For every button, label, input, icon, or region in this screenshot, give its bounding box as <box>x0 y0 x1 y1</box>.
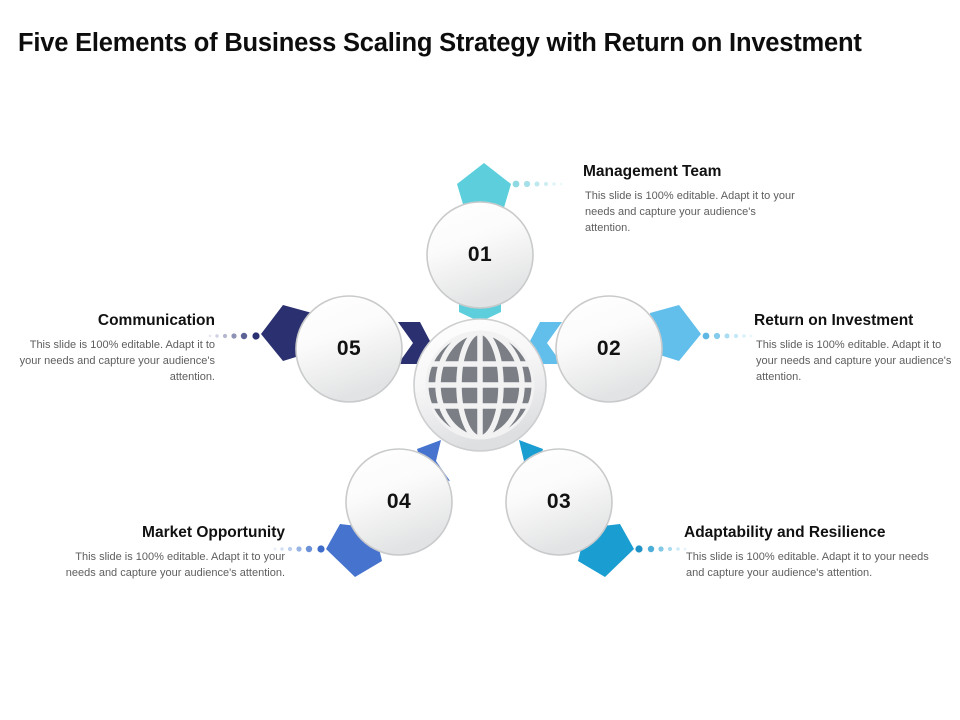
element-body-05: This slide is 100% editable. Adapt it to… <box>19 338 215 384</box>
pentagon-marker-03 <box>578 524 634 577</box>
connector-dots-03 <box>635 545 687 553</box>
element-title-04: Market Opportunity <box>142 524 285 541</box>
chevron-04 <box>417 440 450 481</box>
globe-icon-grid <box>427 332 533 438</box>
pentagon-marker-02 <box>650 305 701 361</box>
element-title-03: Adaptability and Resilience <box>684 524 886 541</box>
chevron-05 <box>398 322 431 364</box>
element-text-block-04: Market Opportunity This slide is 100% ed… <box>60 524 285 581</box>
element-body-04: This slide is 100% editable. Adapt it to… <box>65 550 285 579</box>
node-number-03: 03 <box>546 490 572 513</box>
page-title: Five Elements of Business Scaling Strate… <box>18 28 862 57</box>
chevron-01 <box>459 288 501 322</box>
node-number-05: 05 <box>336 337 362 360</box>
connector-dots-02 <box>702 332 753 340</box>
slide-title-bar: Five Elements of Business Scaling Strate… <box>18 22 942 64</box>
chevron-02 <box>529 322 562 364</box>
node-number-01: 01 <box>467 243 493 266</box>
element-body-01: This slide is 100% editable. Adapt it to… <box>585 189 795 235</box>
pentagon-marker-01 <box>457 163 511 211</box>
pentagon-marker-04 <box>326 524 382 577</box>
globe-icon <box>427 332 533 438</box>
element-title-02: Return on Investment <box>754 312 914 329</box>
connector-dots-05 <box>208 332 260 340</box>
element-text-block-01: Management Team This slide is 100% edita… <box>583 163 798 236</box>
element-text-block-05: Communication This slide is 100% editabl… <box>15 312 215 385</box>
element-body-03: This slide is 100% editable. Adapt it to… <box>686 550 929 579</box>
node-number-04: 04 <box>386 490 412 513</box>
pentagon-marker-05 <box>261 305 312 361</box>
node-number-02: 02 <box>596 337 622 360</box>
element-body-02: This slide is 100% editable. Adapt it to… <box>756 338 952 384</box>
chevron-03 <box>510 440 543 481</box>
element-title-01: Management Team <box>583 163 722 180</box>
element-text-block-02: Return on Investment This slide is 100% … <box>754 312 954 385</box>
connector-dots-01 <box>512 180 563 188</box>
center-node <box>413 318 547 452</box>
element-text-block-03: Adaptability and Resilience This slide i… <box>684 524 934 581</box>
element-title-05: Communication <box>97 312 215 329</box>
